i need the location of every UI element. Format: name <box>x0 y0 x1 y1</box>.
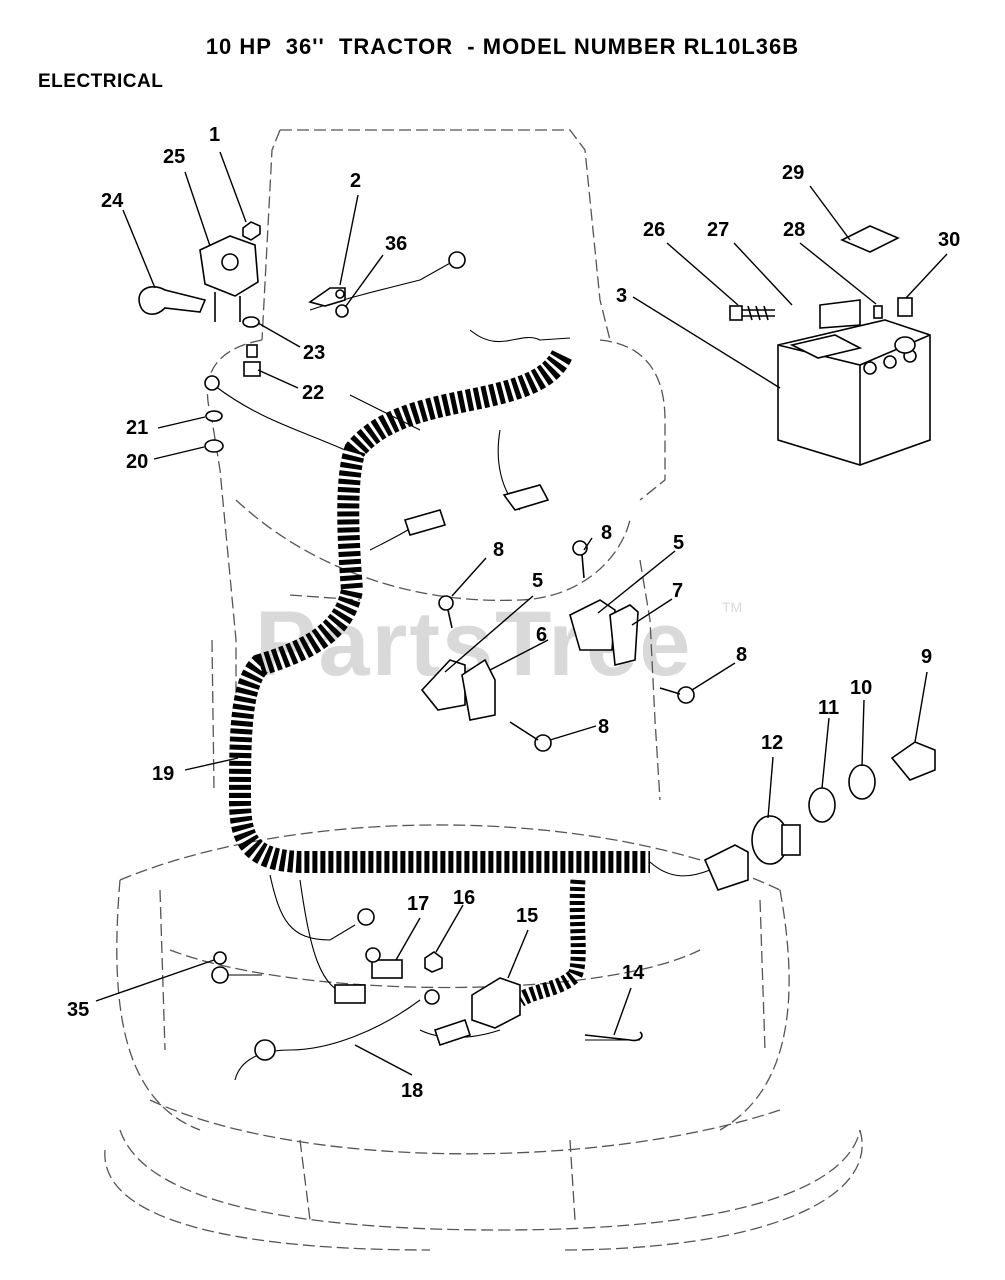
page-title: 10 HP 36'' TRACTOR - MODEL NUMBER RL10L3… <box>205 34 800 59</box>
callout-12: 12 <box>761 732 783 754</box>
section-title: ELECTRICAL <box>38 71 164 92</box>
terminals-and-hardware <box>138 221 936 1061</box>
callout-6: 6 <box>536 624 547 646</box>
callout-26: 26 <box>643 219 665 241</box>
callout-8b: 8 <box>493 539 504 561</box>
callout-8d: 8 <box>598 716 609 738</box>
callout-23: 23 <box>303 342 325 364</box>
callout-35: 35 <box>67 999 89 1021</box>
wiring-harness-coil <box>228 349 650 1007</box>
callout-21: 21 <box>126 417 148 439</box>
callout-numbers: 1 2 36 25 24 23 22 21 20 29 26 27 28 30 … <box>67 124 960 1102</box>
callout-2: 2 <box>350 170 361 192</box>
callout-24: 24 <box>101 190 124 212</box>
callout-20: 20 <box>126 451 148 473</box>
leader-lines <box>95 151 948 1076</box>
callout-8a: 8 <box>601 522 612 544</box>
callout-15: 15 <box>516 905 538 927</box>
callout-19: 19 <box>152 763 174 785</box>
callout-5a: 5 <box>532 570 543 592</box>
callout-10: 10 <box>850 677 872 699</box>
wires <box>214 261 711 1081</box>
callout-36: 36 <box>385 233 407 255</box>
callout-3: 3 <box>616 285 627 307</box>
callout-16: 16 <box>453 887 475 909</box>
callout-1: 1 <box>209 124 220 146</box>
callout-29: 29 <box>782 162 804 184</box>
callout-7: 7 <box>672 580 683 602</box>
callout-9: 9 <box>921 646 932 668</box>
callout-14: 14 <box>622 962 645 984</box>
callout-22: 22 <box>302 382 324 404</box>
callout-8c: 8 <box>736 644 747 666</box>
callout-28: 28 <box>783 219 805 241</box>
callout-30: 30 <box>938 229 960 251</box>
callout-17: 17 <box>407 893 429 915</box>
callout-18: 18 <box>401 1080 423 1102</box>
tractor-outline <box>104 129 863 1251</box>
watermark-tm: TM <box>722 599 742 615</box>
callout-27: 27 <box>707 219 729 241</box>
callout-11: 11 <box>818 697 839 719</box>
callout-5b: 5 <box>673 532 684 554</box>
callout-25: 25 <box>163 146 185 168</box>
